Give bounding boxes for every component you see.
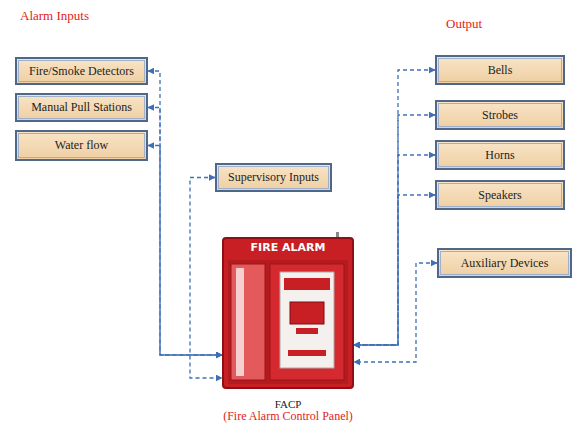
panel-title: FIRE ALARM xyxy=(222,241,354,254)
panel-illustration xyxy=(222,232,354,390)
device-box: Strobes xyxy=(435,100,565,130)
device-box: Supervisory Inputs xyxy=(215,163,332,192)
control-panel: FIRE ALARMFACP(Fire Alarm Control Panel) xyxy=(222,232,354,390)
box-label: Fire/Smoke Detectors xyxy=(25,64,138,79)
signal-connector xyxy=(354,155,435,345)
box-label: Auxiliary Devices xyxy=(457,256,553,271)
device-box: Speakers xyxy=(435,180,565,210)
signal-connector xyxy=(148,108,222,356)
panel-name: (Fire Alarm Control Panel) xyxy=(172,410,404,423)
device-box: Manual Pull Stations xyxy=(15,93,148,122)
signal-connector xyxy=(190,178,222,379)
panel-abbrev: FACP xyxy=(172,398,404,410)
device-box: Auxiliary Devices xyxy=(437,248,572,278)
box-label: Bells xyxy=(484,63,517,78)
box-label: Strobes xyxy=(478,108,522,123)
signal-connector xyxy=(354,70,435,345)
panel-caption: FACP(Fire Alarm Control Panel) xyxy=(172,398,404,423)
device-box: Horns xyxy=(435,140,565,170)
box-label: Speakers xyxy=(474,188,525,203)
device-box: Bells xyxy=(435,55,565,85)
box-label: Supervisory Inputs xyxy=(224,170,323,185)
signal-connector xyxy=(354,263,437,362)
signal-connector xyxy=(148,146,222,356)
device-box: Water flow xyxy=(15,130,148,161)
signal-connector xyxy=(148,71,222,355)
column-heading: Alarm Inputs xyxy=(20,8,89,24)
box-label: Water flow xyxy=(51,138,112,153)
column-heading: Output xyxy=(446,16,482,32)
box-label: Horns xyxy=(481,148,518,163)
signal-connector xyxy=(354,195,435,345)
signal-connector xyxy=(354,115,435,345)
box-label: Manual Pull Stations xyxy=(27,100,136,115)
device-box: Fire/Smoke Detectors xyxy=(15,57,148,85)
